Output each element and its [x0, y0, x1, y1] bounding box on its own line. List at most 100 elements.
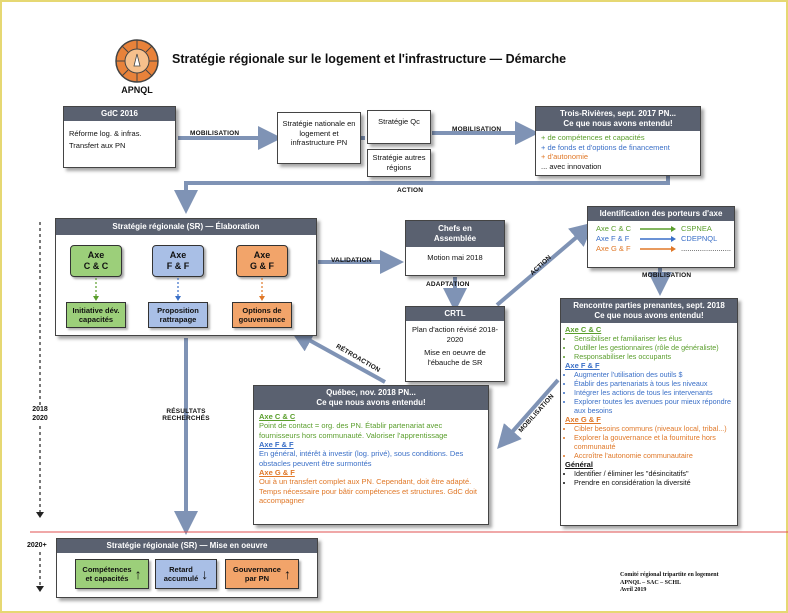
rencontre-gf-item: Accroître l'autonomie communautaire	[574, 451, 733, 460]
credit-block: Comité régional tripartite en logement A…	[620, 572, 719, 595]
page-title: Stratégie régionale sur le logement et l…	[172, 52, 567, 66]
porteur-axe-gf: Axe G & F	[596, 244, 631, 253]
crtl-title: CRTL	[406, 307, 504, 321]
porteur-axe-ff: Axe F & F	[596, 234, 630, 243]
trois-rivieres-box: Trois-Rivières, sept. 2017 PN... Ce que …	[535, 106, 701, 176]
rencontre-gf-item: Explorer la gouvernance et la fourniture…	[574, 433, 733, 451]
quebec-cc-title: Axe C & C	[259, 412, 296, 421]
strategie-nationale-box: Stratégie nationale en logement et infra…	[277, 112, 361, 164]
arrow-retroaction	[289, 329, 386, 384]
rencontre-subtitle: Ce que nous avons entendu!	[594, 311, 704, 320]
resultats-l1: RÉSULTATS	[166, 408, 206, 415]
rencontre-general-item: Prendre en considération la diversité	[574, 478, 733, 487]
quebec-nov-2018-box: Québec, nov. 2018 PN... Ce que nous avon…	[253, 385, 489, 525]
quebec-gf-text: Oui à un transfert complet aux PN. Cepen…	[259, 477, 478, 505]
gdc-line1: Réforme log. & infras.	[69, 129, 142, 138]
logo-label: APNQL	[121, 85, 153, 95]
mise-item-3-l1: Gouvernance	[233, 565, 281, 574]
arrow-action-diagonal	[495, 222, 595, 307]
chefs-assemblee-box: Chefs en Assemblée Motion mai 2018	[405, 220, 505, 276]
credit-l3: Avril 2019	[620, 587, 647, 593]
mobilisation-label-3: MOBILISATION	[642, 272, 692, 279]
apnql-logo	[115, 39, 159, 83]
axe-gf-l1: Axe	[253, 250, 271, 260]
tr-item-1: + de compétences et capacités	[541, 133, 645, 142]
arrow-up-icon: ↑	[283, 565, 291, 582]
tr-item-3: + d'autonomie	[541, 152, 589, 161]
timeline-2020: 2020	[32, 415, 48, 422]
mise-item-3-l2: par PN	[244, 574, 270, 583]
mobilisation-label-2: MOBILISATION	[452, 126, 502, 133]
quebec-cc-text: Point de contact = org. des PN. Établir …	[259, 421, 448, 440]
axe-cc-l2: C & C	[83, 261, 109, 271]
action-label-1: ACTION	[397, 187, 424, 194]
sr-mise-title: Stratégie régionale (SR) — Mise en oeuvr…	[57, 539, 317, 553]
timeline-2020-plus: 2020+	[27, 542, 47, 549]
strategie-qc-box: Stratégie Qc	[367, 110, 431, 144]
sr-elaboration-title: Stratégie régionale (SR) — Élaboration	[56, 219, 316, 235]
crtl-body2: Mise en oeuvre de l'ébauche de SR	[424, 348, 486, 367]
rencontre-general-title: Général	[565, 460, 593, 469]
trois-rivieres-subtitle: Ce que nous avons entendu!	[563, 119, 673, 128]
gdc-title: GdC 2016	[64, 107, 175, 121]
adaptation-label: ADAPTATION	[426, 281, 470, 288]
arrow-down-icon: ↓	[201, 565, 209, 582]
rencontre-ff-item: Augmenter l'utilisation des outils $	[574, 370, 733, 379]
rencontre-ff-title: Axe F & F	[565, 361, 600, 370]
options-gouvernance-box: Options de gouvernance	[232, 302, 292, 328]
mise-item-1-l1: Compétences	[82, 565, 132, 574]
gdc-2016-box: GdC 2016 Réforme log. & infras. Transfer…	[63, 106, 176, 168]
strategie-autres-regions-box: Stratégie autres régions	[367, 149, 431, 177]
porteur-ff: CDEPNQL	[681, 234, 718, 243]
credit-l2: APNQL – SAC – SCHL	[620, 579, 682, 586]
arrow-action-to-sr	[174, 176, 670, 214]
mise-item-1-l2: et capacités	[85, 574, 129, 583]
gdc-line2: Transfert aux PN	[69, 140, 126, 150]
rencontre-cc-item: Sensibiliser et familiariser les élus	[574, 334, 733, 343]
mise-item-2-l2: accumulé	[163, 574, 199, 583]
credit-l1: Comité régional tripartite en logement	[620, 572, 719, 578]
quebec-title: Québec, nov. 2018 PN...	[326, 388, 416, 397]
axe-sub-arrows	[93, 278, 265, 301]
initiative-capacites-box: Initiative dév. capacités	[66, 302, 126, 328]
rencontre-cc-item: Responsabiliser les occupants	[574, 352, 733, 361]
porteur-cc: CSPNEA	[681, 224, 712, 233]
crtl-box: CRTL Plan d'action révisé 2018-2020 Mise…	[405, 306, 505, 382]
rencontre-cc-title: Axe C & C	[565, 325, 602, 334]
crtl-body1: Plan d'action révisé 2018-2020	[411, 325, 499, 344]
resultats-l2: RECHERCHÉS	[162, 415, 210, 422]
rencontre-general-item: Identifier / éliminer les "désincitatifs…	[574, 469, 733, 478]
trois-rivieres-title: Trois-Rivières, sept. 2017 PN...	[559, 109, 677, 118]
rencontre-ff-item: Explorer toutes les avenues pour mieux r…	[574, 397, 733, 415]
validation-label: VALIDATION	[331, 257, 372, 264]
axe-cc-l1: Axe	[87, 250, 105, 260]
tr-item-2: + de fonds et d'options de financement	[541, 142, 670, 152]
identification-porteurs-box: Identification des porteurs d'axe Axe C …	[587, 206, 735, 268]
chefs-title: Chefs en Assemblée	[406, 221, 504, 247]
rencontre-cc-item: Outiller les gestionnaires (rôle de géné…	[574, 343, 733, 352]
identification-title: Identification des porteurs d'axe	[588, 207, 734, 221]
rencontre-ff-item: Établir des partenariats à tous les nive…	[574, 379, 733, 388]
proposition-rattrapage-box: Proposition rattrapage	[148, 302, 208, 328]
arrow-up-icon: ↑	[134, 565, 142, 582]
chefs-body: Motion mai 2018	[427, 253, 483, 262]
axe-gf-l2: G & F	[250, 261, 274, 271]
tr-item-4: ... avec innovation	[541, 161, 602, 171]
porteur-axe-cc: Axe C & C	[596, 224, 632, 233]
arrow-mobilisation-diagonal	[497, 378, 560, 449]
timeline-2018: 2018	[32, 406, 48, 413]
rencontre-ff-item: Intégrer les actions de tous les interve…	[574, 388, 733, 397]
quebec-gf-title: Axe G & F	[259, 468, 295, 477]
mobilisation-label-1: MOBILISATION	[190, 130, 240, 137]
quebec-ff-text: En général, intérêt à investir (log. pri…	[259, 449, 464, 468]
rencontre-gf-item: Cibler besoins communs (niveaux local, t…	[574, 424, 733, 433]
porteur-gf: ........................	[681, 244, 732, 253]
axe-ff-l1: Axe	[169, 250, 187, 260]
